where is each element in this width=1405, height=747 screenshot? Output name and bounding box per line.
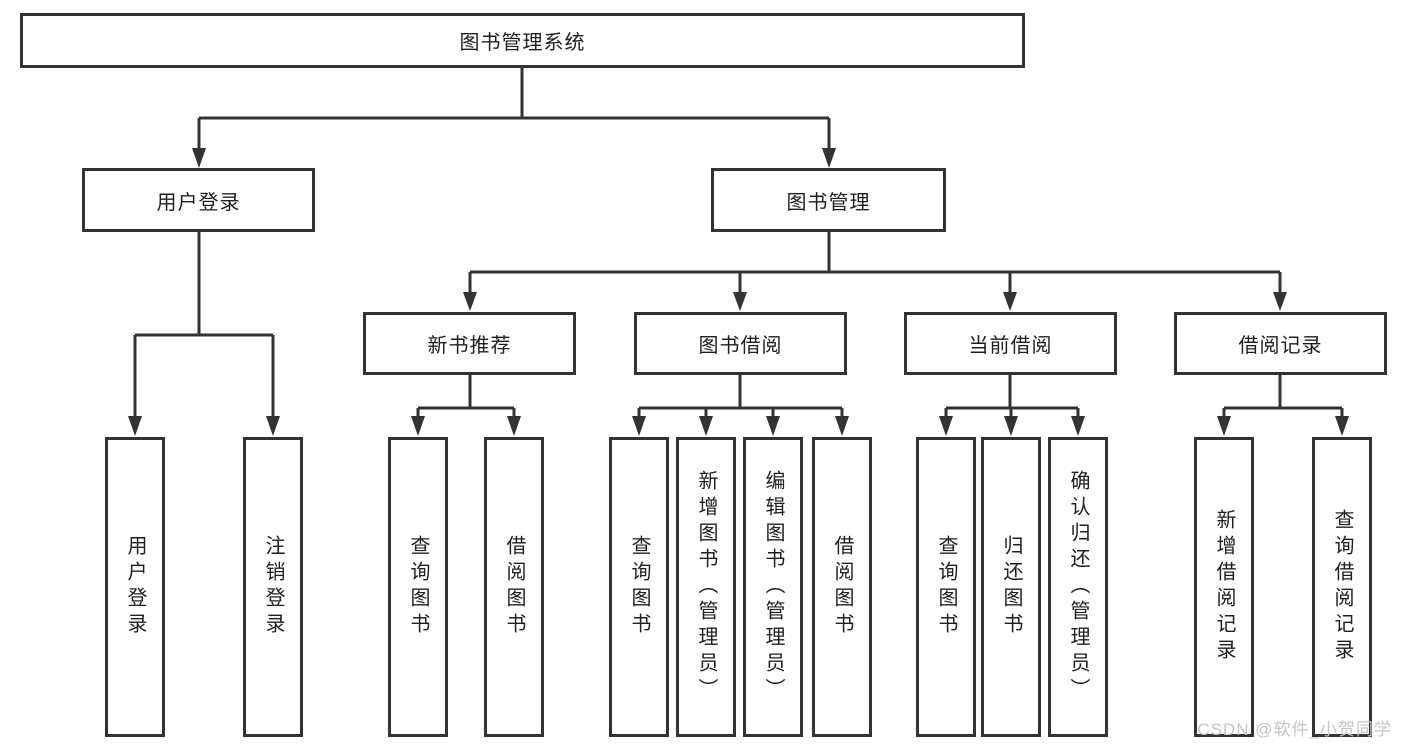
node-label: 查询图书 <box>935 535 957 639</box>
node-borrow-books: 借阅图书 <box>484 437 544 737</box>
node-label: 编辑图书（管理员） <box>762 470 784 704</box>
node-label: 图书管理系统 <box>459 32 586 54</box>
node-query-books: 查询图书 <box>916 437 976 737</box>
node-label: 图书管理 <box>786 191 871 214</box>
node-label: 新增借阅记录 <box>1213 509 1235 665</box>
node-new-book-recommendation: 新书推荐 <box>363 312 576 375</box>
node-label: 用户登录 <box>124 535 146 639</box>
node-user-login: 用户登录 <box>82 168 315 232</box>
node-label: 当前借阅 <box>968 335 1053 357</box>
node-label: 查询图书 <box>628 535 650 639</box>
node-borrowing-records: 借阅记录 <box>1174 312 1387 375</box>
node-borrow-books: 借阅图书 <box>812 437 872 737</box>
node-label: 查询借阅记录 <box>1331 509 1353 665</box>
node-logout: 注销登录 <box>243 437 303 737</box>
node-label: 图书借阅 <box>698 335 783 357</box>
node-query-books: 查询图书 <box>388 437 448 737</box>
node-book-management: 图书管理 <box>711 168 946 232</box>
node-query-books: 查询图书 <box>609 437 669 737</box>
node-label: 借阅记录 <box>1238 335 1323 357</box>
node-confirm-return-admin: 确认归还（管理员） <box>1048 437 1108 737</box>
node-query-borrow-record: 查询借阅记录 <box>1312 437 1372 737</box>
node-label: 归还图书 <box>1000 535 1022 639</box>
arrowheads <box>128 148 1349 436</box>
node-label: 借阅图书 <box>831 535 853 639</box>
node-label: 注销登录 <box>262 535 284 639</box>
node-library-system: 图书管理系统 <box>20 13 1025 68</box>
node-edit-book-admin: 编辑图书（管理员） <box>743 437 803 737</box>
node-label: 新增图书（管理员） <box>695 470 717 704</box>
node-add-book-admin: 新增图书（管理员） <box>676 437 736 737</box>
node-label: 确认归还（管理员） <box>1067 470 1089 704</box>
node-label: 查询图书 <box>407 535 429 639</box>
node-return-books: 归还图书 <box>981 437 1041 737</box>
node-add-borrow-record: 新增借阅记录 <box>1194 437 1254 737</box>
node-user-login-action: 用户登录 <box>105 437 165 737</box>
node-current-borrowing: 当前借阅 <box>904 312 1117 375</box>
node-label: 新书推荐 <box>427 335 512 357</box>
watermark: CSDN @软件_小贺同学 <box>1197 720 1392 739</box>
node-book-borrowing: 图书借阅 <box>634 312 847 375</box>
node-label: 用户登录 <box>156 191 241 214</box>
node-label: 借阅图书 <box>503 535 525 639</box>
